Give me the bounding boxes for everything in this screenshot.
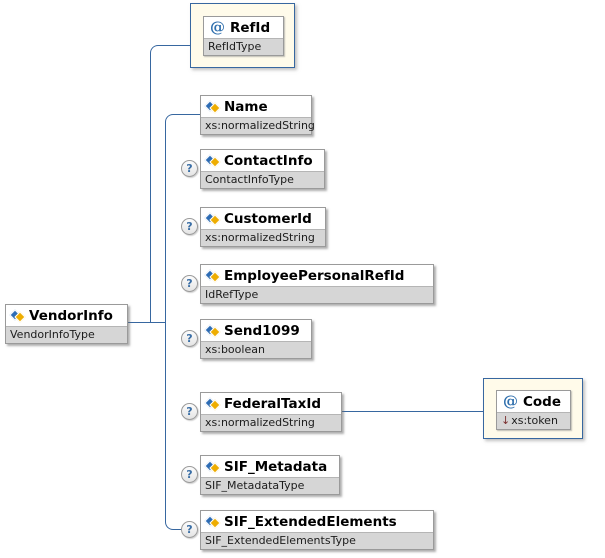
optional-indicator: ? xyxy=(181,521,198,538)
attribute-name: RefId xyxy=(230,19,271,36)
element-icon xyxy=(204,324,221,338)
connector-trunk-bottom-elbow xyxy=(165,514,183,530)
element-icon xyxy=(204,100,221,114)
element-type: SIF_ExtendedElementsType xyxy=(201,532,433,549)
attribute-type: RefIdType xyxy=(204,38,283,55)
element-box-sif-metadata[interactable]: SIF_Metadata SIF_MetadataType xyxy=(200,455,340,495)
element-name: VendorInfo xyxy=(29,307,113,324)
optional-indicator: ? xyxy=(181,466,198,483)
element-name: EmployeePersonalRefId xyxy=(224,267,405,284)
attribute-at-icon: @ xyxy=(210,18,225,36)
attribute-box-refid[interactable]: @ RefId RefIdType xyxy=(203,16,284,56)
attribute-type: ↓xs:token xyxy=(497,412,570,429)
element-icon xyxy=(204,460,221,474)
connector-root-to-refid xyxy=(150,45,191,323)
element-name: SIF_Metadata xyxy=(224,458,328,475)
element-type: SIF_MetadataType xyxy=(201,477,339,494)
attribute-at-icon: @ xyxy=(503,392,518,410)
element-name: SIF_ExtendedElements xyxy=(224,513,397,530)
element-icon xyxy=(204,212,221,226)
attribute-type-text: xs:token xyxy=(511,414,558,427)
optional-indicator: ? xyxy=(181,330,198,347)
element-box-employeepersonalrefid[interactable]: EmployeePersonalRefId IdRefType xyxy=(200,264,434,304)
connector-root-stub xyxy=(126,322,166,325)
element-name: ContactInfo xyxy=(224,152,313,169)
element-icon xyxy=(204,269,221,283)
element-box-federaltaxid[interactable]: FederalTaxId xs:normalizedString xyxy=(200,392,342,432)
restriction-arrow-icon: ↓ xyxy=(501,414,511,427)
attribute-wrapper-refid: @ RefId RefIdType xyxy=(190,3,295,68)
optional-indicator: ? xyxy=(181,218,198,235)
element-icon xyxy=(204,154,221,168)
element-type: xs:normalizedString xyxy=(201,229,325,246)
attribute-wrapper-code: @ Code ↓xs:token xyxy=(483,378,583,439)
element-type: ContactInfoType xyxy=(201,171,324,188)
element-icon xyxy=(204,515,221,529)
element-box-name[interactable]: Name xs:normalizedString xyxy=(200,95,315,135)
element-icon xyxy=(9,309,26,323)
connector-federaltaxid-to-code xyxy=(340,411,483,414)
element-icon xyxy=(204,397,221,411)
connector-children-trunk xyxy=(165,114,201,515)
attribute-name: Code xyxy=(523,393,562,410)
element-box-customerid[interactable]: CustomerId xs:normalizedString xyxy=(200,207,326,247)
element-type: xs:boolean xyxy=(201,341,311,358)
optional-indicator: ? xyxy=(181,403,198,420)
attribute-box-code[interactable]: @ Code ↓xs:token xyxy=(496,390,571,430)
element-type: xs:normalizedString xyxy=(201,414,341,431)
optional-indicator: ? xyxy=(181,275,198,292)
element-name: Name xyxy=(224,98,268,115)
optional-indicator: ? xyxy=(181,160,198,177)
element-name: FederalTaxId xyxy=(224,395,322,412)
element-type: IdRefType xyxy=(201,286,433,303)
element-box-vendorinfo[interactable]: VendorInfo VendorInfoType xyxy=(5,304,128,344)
element-type: xs:normalizedString xyxy=(201,117,315,134)
element-type: VendorInfoType xyxy=(6,326,127,343)
element-box-contactinfo[interactable]: ContactInfo ContactInfoType xyxy=(200,149,325,189)
element-box-sif-extendedelements[interactable]: SIF_ExtendedElements SIF_ExtendedElement… xyxy=(200,510,434,550)
element-name: CustomerId xyxy=(224,210,312,227)
element-box-send1099[interactable]: Send1099 xs:boolean xyxy=(200,319,312,359)
element-name: Send1099 xyxy=(224,322,300,339)
